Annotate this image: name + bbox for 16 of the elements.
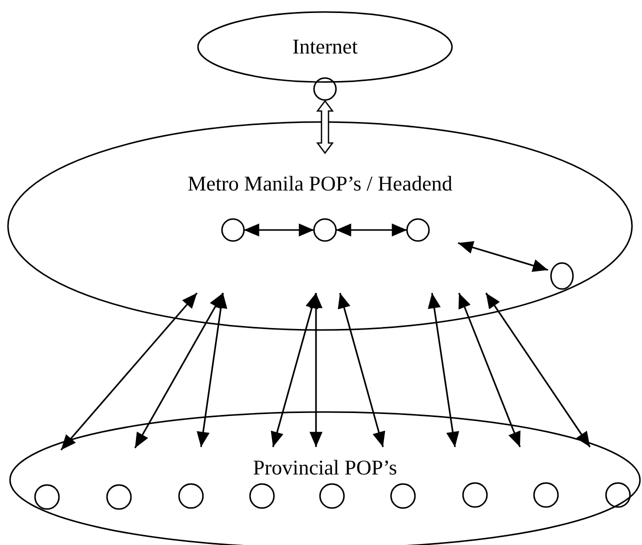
double-arrow <box>134 292 224 448</box>
double-arrow <box>485 292 591 448</box>
double-arrow <box>336 224 407 236</box>
double-arrow <box>270 292 318 448</box>
double-arrow <box>244 224 314 236</box>
double-arrow <box>316 100 334 154</box>
double-arrow <box>338 292 386 448</box>
double-arrow <box>458 292 521 448</box>
node-label: Provincial POP’s <box>252 458 398 478</box>
node-label: Internet <box>292 36 358 58</box>
double-arrow <box>458 241 548 272</box>
node-label: Metro Manila POP’s / Headend <box>188 174 452 194</box>
double-arrow <box>310 293 322 447</box>
double-arrow <box>196 292 228 448</box>
double-arrow <box>428 292 460 448</box>
double-arrow <box>60 292 198 451</box>
